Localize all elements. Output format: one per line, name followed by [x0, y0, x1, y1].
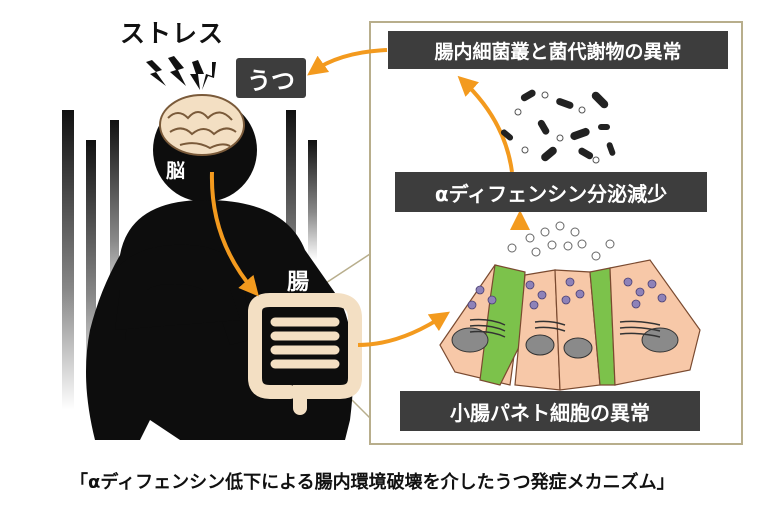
pathway-arrows — [209, 48, 530, 347]
intestine-icon — [248, 293, 362, 415]
bacteria-icon — [500, 89, 616, 164]
arrow-defensin-to-bacteria — [457, 75, 514, 173]
arrow-microbiota-to-depression — [307, 48, 388, 76]
frame-connector-bottom — [351, 399, 371, 419]
person-silhouette — [86, 98, 354, 440]
paneth-granules — [467, 277, 667, 310]
arrow-gut-to-paneth — [357, 311, 450, 347]
brain-icon — [159, 94, 245, 156]
cell-organelles — [469, 318, 661, 338]
figure-caption: 「αディフェンシン低下による腸内環境破壊を介したうつ発症メカニズム」 — [70, 472, 675, 493]
microbiota-abnormality-label: 腸内細菌叢と菌代謝物の異常 — [388, 31, 728, 69]
stress-lightning-icon — [146, 56, 216, 90]
paneth-cell-abnormality-label: 小腸パネト細胞の異常 — [400, 391, 700, 431]
gut-label: 腸 — [287, 270, 310, 295]
brain-label: 脳 — [166, 160, 186, 182]
defensin-decrease-label: αディフェンシン分泌減少 — [395, 172, 707, 212]
cell-nuclei — [451, 327, 679, 359]
stress-label: ストレス — [120, 19, 225, 48]
defensin-granules — [507, 221, 615, 261]
depression-label: うつ — [236, 58, 306, 98]
arrow-brain-to-gut — [209, 171, 259, 297]
